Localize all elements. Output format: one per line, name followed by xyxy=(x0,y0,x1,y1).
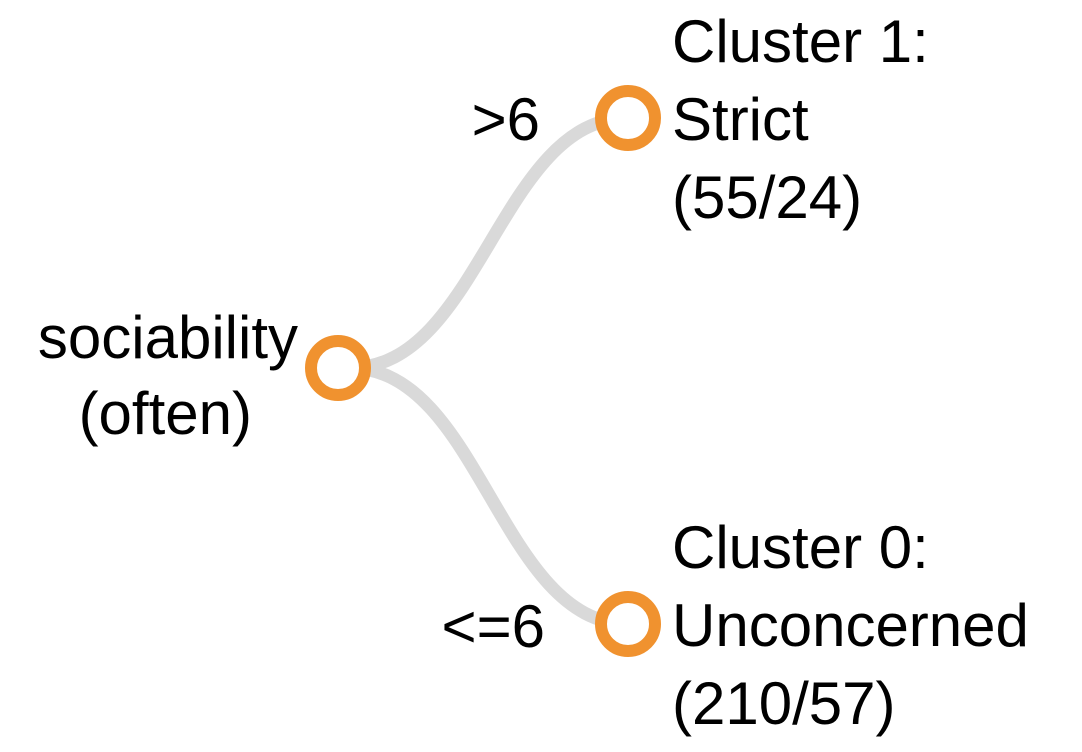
leaf-label-cluster-0-line2: Unconcerned xyxy=(672,592,1029,659)
leaf-label-cluster-1-line2: Strict xyxy=(672,86,809,153)
link-to-cluster-1 xyxy=(343,111,635,375)
branch-condition-upper: >6 xyxy=(472,86,540,153)
root-label-line1: sociability xyxy=(38,304,298,371)
root-label-line2: (often) xyxy=(79,380,252,447)
leaf-node-cluster-1[interactable] xyxy=(595,85,661,151)
link-to-cluster-0 xyxy=(343,361,635,631)
leaf-node-cluster-0[interactable] xyxy=(595,591,661,657)
leaf-label-cluster-1-line3: (55/24) xyxy=(672,164,862,231)
leaf-label-cluster-1-line1: Cluster 1: xyxy=(672,8,929,75)
leaf-label-cluster-0-line1: Cluster 0: xyxy=(672,514,929,581)
branch-condition-lower: <=6 xyxy=(442,593,545,660)
leaf-label-cluster-0-line3: (210/57) xyxy=(672,670,895,737)
root-node[interactable] xyxy=(305,335,371,401)
